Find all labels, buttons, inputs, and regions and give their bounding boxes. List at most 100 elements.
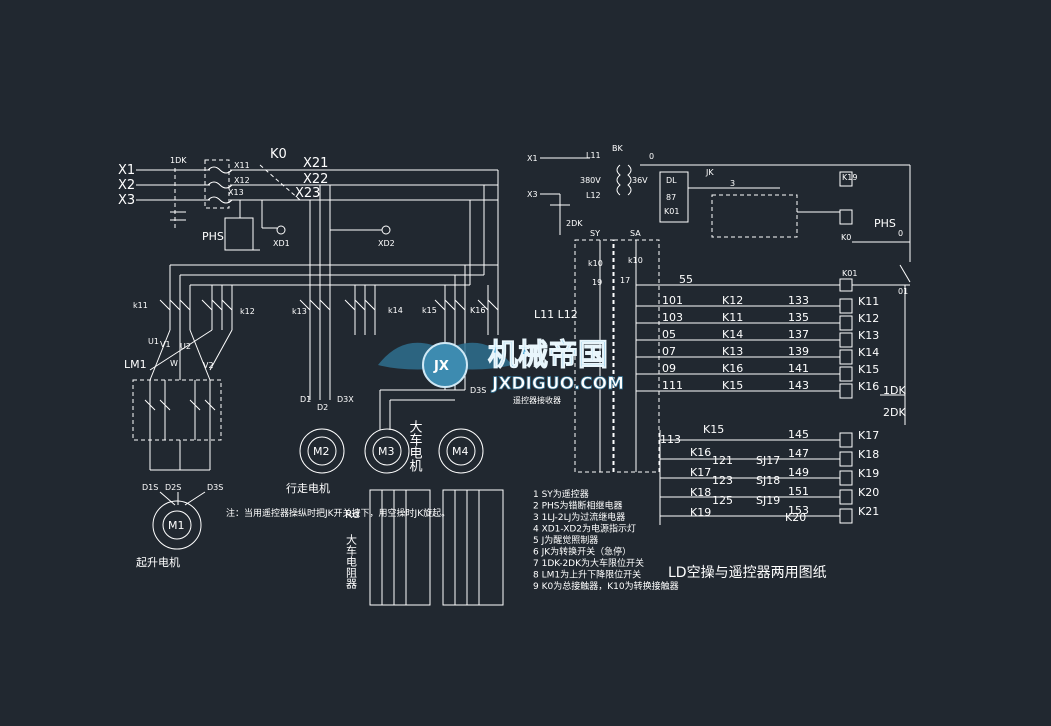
rung-contact-label: K13 <box>722 345 743 358</box>
note-item: 5 J为醒觉照制器 <box>533 534 598 546</box>
ladder-rung-lower: 153 K21 <box>660 504 879 524</box>
rung-coil-label: K13 <box>858 329 879 342</box>
ctrl-l12: L12 <box>586 191 601 200</box>
ctrl-87: 87 <box>666 193 676 202</box>
motor-m2-name: 行走电机 <box>286 481 330 495</box>
coil-symbol <box>839 432 853 448</box>
rung-coil-label: K14 <box>858 346 879 359</box>
ctrl-k01-right: K01 <box>842 269 857 278</box>
motor-m1-name: 起升电机 <box>136 555 180 569</box>
coil-symbol <box>839 332 853 348</box>
ctrl-01: 01 <box>898 287 908 296</box>
coil-symbol <box>839 470 853 486</box>
ctrl-k10b: k10 <box>628 256 643 265</box>
motor-m4: M4 <box>452 445 469 458</box>
rung-left-number: 05 <box>662 328 676 341</box>
label-d2: D2 <box>317 403 328 412</box>
watermark-en: JXDIGUO.COM <box>491 374 624 394</box>
label-d1: D1 <box>300 395 311 404</box>
ctrl-19: 19 <box>592 278 602 287</box>
label-k0-main: K0 <box>270 147 287 162</box>
label-lm1: LM1 <box>124 358 147 371</box>
motor-m34-name: 大车电机 <box>407 420 423 473</box>
ctrl-k18c: K18 <box>690 486 711 499</box>
coil-symbol <box>839 349 853 365</box>
label-x12: X12 <box>234 176 250 185</box>
ctrl-k0: K0 <box>841 233 851 242</box>
ctrl-k17c: K17 <box>690 466 711 479</box>
ctrl-sa: SA <box>630 229 641 238</box>
terminal-x2: X2 <box>118 178 135 193</box>
label-u2: U2 <box>180 342 191 351</box>
label-u1: U1 <box>148 337 159 346</box>
rung-left-number: 103 <box>662 311 683 324</box>
label-k11: k11 <box>133 301 148 310</box>
label-1dk: 1DK <box>170 156 187 165</box>
gear-icon <box>422 342 468 388</box>
rung-wire-number: 151 <box>788 485 809 498</box>
label-x13: X13 <box>228 188 244 197</box>
ctrl-2dk: 2DK <box>566 219 583 228</box>
ctrl-k10a: k10 <box>588 259 603 268</box>
label-k14: k14 <box>388 306 403 315</box>
rung-contact-label: K16 <box>722 362 743 375</box>
ctrl-123: 123 <box>712 474 733 487</box>
rung-coil-label: K21 <box>858 505 879 518</box>
label-x22: X22 <box>303 172 328 187</box>
ctrl-2dk-b: 2DK <box>883 406 906 419</box>
rung-wire-number: 149 <box>788 466 809 479</box>
ctrl-sj17: SJ17 <box>756 454 780 467</box>
rung-wire-number: 133 <box>788 294 809 307</box>
label-k15: k15 <box>422 306 437 315</box>
resistor-name: 大车电阻器 <box>345 533 358 590</box>
watermark-logo: JX 机械帝国 JXDIGUO.COM <box>378 338 624 394</box>
ctrl-l11l12: L11 L12 <box>534 308 578 321</box>
power-circuit: X1 X2 X3 1DK X11 X12 X13 K0 X21 X22 X23 <box>118 147 504 606</box>
rung-wire-number: 153 <box>788 504 809 517</box>
diagram-title: LD空操与遥控器两用图纸 <box>668 565 827 581</box>
motor-m3: M3 <box>378 445 395 458</box>
rung-coil-label: K20 <box>858 486 879 499</box>
label-k13: k13 <box>292 307 307 316</box>
note-item: 8 LM1为上升下降限位开关 <box>533 569 641 581</box>
rung-wire-number: 137 <box>788 328 809 341</box>
rung-coil-label: K15 <box>858 363 879 376</box>
rung-left-number: 09 <box>662 362 676 375</box>
rung-left-number: 111 <box>662 379 683 392</box>
coil-symbol <box>839 315 853 331</box>
ctrl-zero-r: 0 <box>898 229 903 238</box>
ctrl-17: 17 <box>620 276 630 285</box>
note-item: 1 SY为遥控器 <box>533 488 589 500</box>
note-item: 9 K0为总接触器，K10为转换接触器 <box>533 580 679 592</box>
coil-symbol <box>839 451 853 467</box>
ctrl-380v: 380V <box>580 176 601 185</box>
ctrl-k20c: K20 <box>785 511 806 524</box>
rung-contact-label: K15 <box>722 379 743 392</box>
ctrl-113: 113 <box>660 433 681 446</box>
ctrl-dl: DL <box>666 176 677 185</box>
label-phs: PHS <box>202 230 224 243</box>
ctrl-k01: K01 <box>664 207 679 216</box>
ctrl-phs: PHS <box>874 217 896 230</box>
label-v1: V1 <box>160 340 171 349</box>
label-xd1: XD1 <box>273 239 290 248</box>
rung-coil-label: K17 <box>858 429 879 442</box>
resistor-rd: Rd <box>345 508 360 521</box>
watermark-badge: JX <box>433 359 449 374</box>
jk-note: 注：当用遥控器操纵时把JK开关按下，用空操时JK旋起。 <box>226 507 450 519</box>
rung-coil-label: K12 <box>858 312 879 325</box>
ctrl-125: 125 <box>712 494 733 507</box>
rung-wire-number: 135 <box>788 311 809 324</box>
label-d2s: D2S <box>165 483 181 492</box>
ctrl-3: 3 <box>730 179 735 188</box>
ctrl-1dk: 1DK <box>883 384 906 397</box>
label-w: W <box>170 359 178 368</box>
